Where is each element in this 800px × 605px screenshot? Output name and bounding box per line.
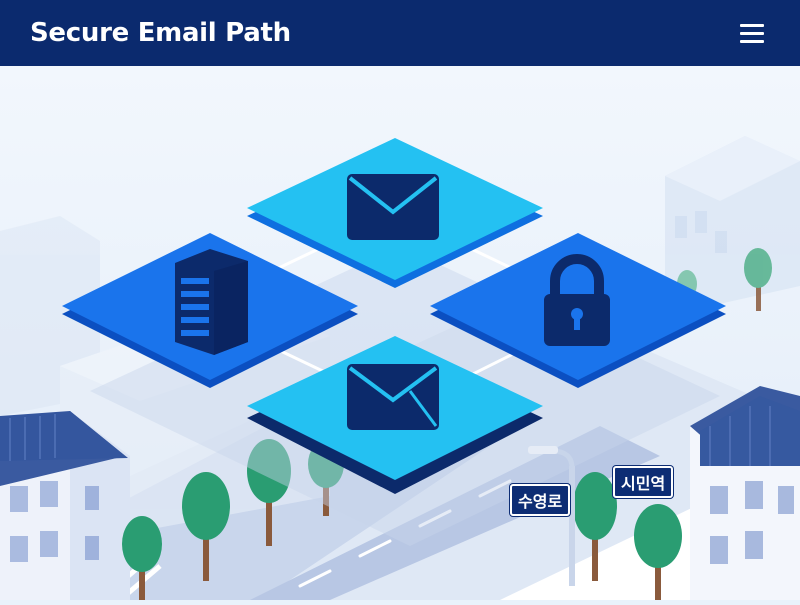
email-node-top <box>247 138 543 288</box>
tree <box>247 439 291 546</box>
app-title: Secure Email Path <box>30 18 291 48</box>
email-node-bottom <box>247 336 543 494</box>
envelope-icon <box>347 364 439 430</box>
right-building <box>690 386 800 600</box>
street-sign-right: 시민역 <box>613 466 674 498</box>
left-building <box>0 411 130 600</box>
tree <box>634 504 682 600</box>
hamburger-menu-icon[interactable] <box>740 18 770 48</box>
tree <box>744 248 772 311</box>
padlock-icon <box>544 254 610 346</box>
tree <box>122 516 162 600</box>
server-node <box>62 233 358 388</box>
app-header: Secure Email Path <box>0 0 800 66</box>
illustration-scene: 수영로 시민역 <box>0 66 800 602</box>
tree <box>182 472 230 581</box>
lock-node <box>430 233 726 388</box>
secure-email-path-illustration <box>0 66 800 602</box>
street-lamp <box>528 446 575 586</box>
tree <box>573 472 617 581</box>
street-sign-left: 수영로 <box>510 484 571 516</box>
envelope-icon <box>347 174 439 240</box>
server-icon <box>175 249 248 355</box>
